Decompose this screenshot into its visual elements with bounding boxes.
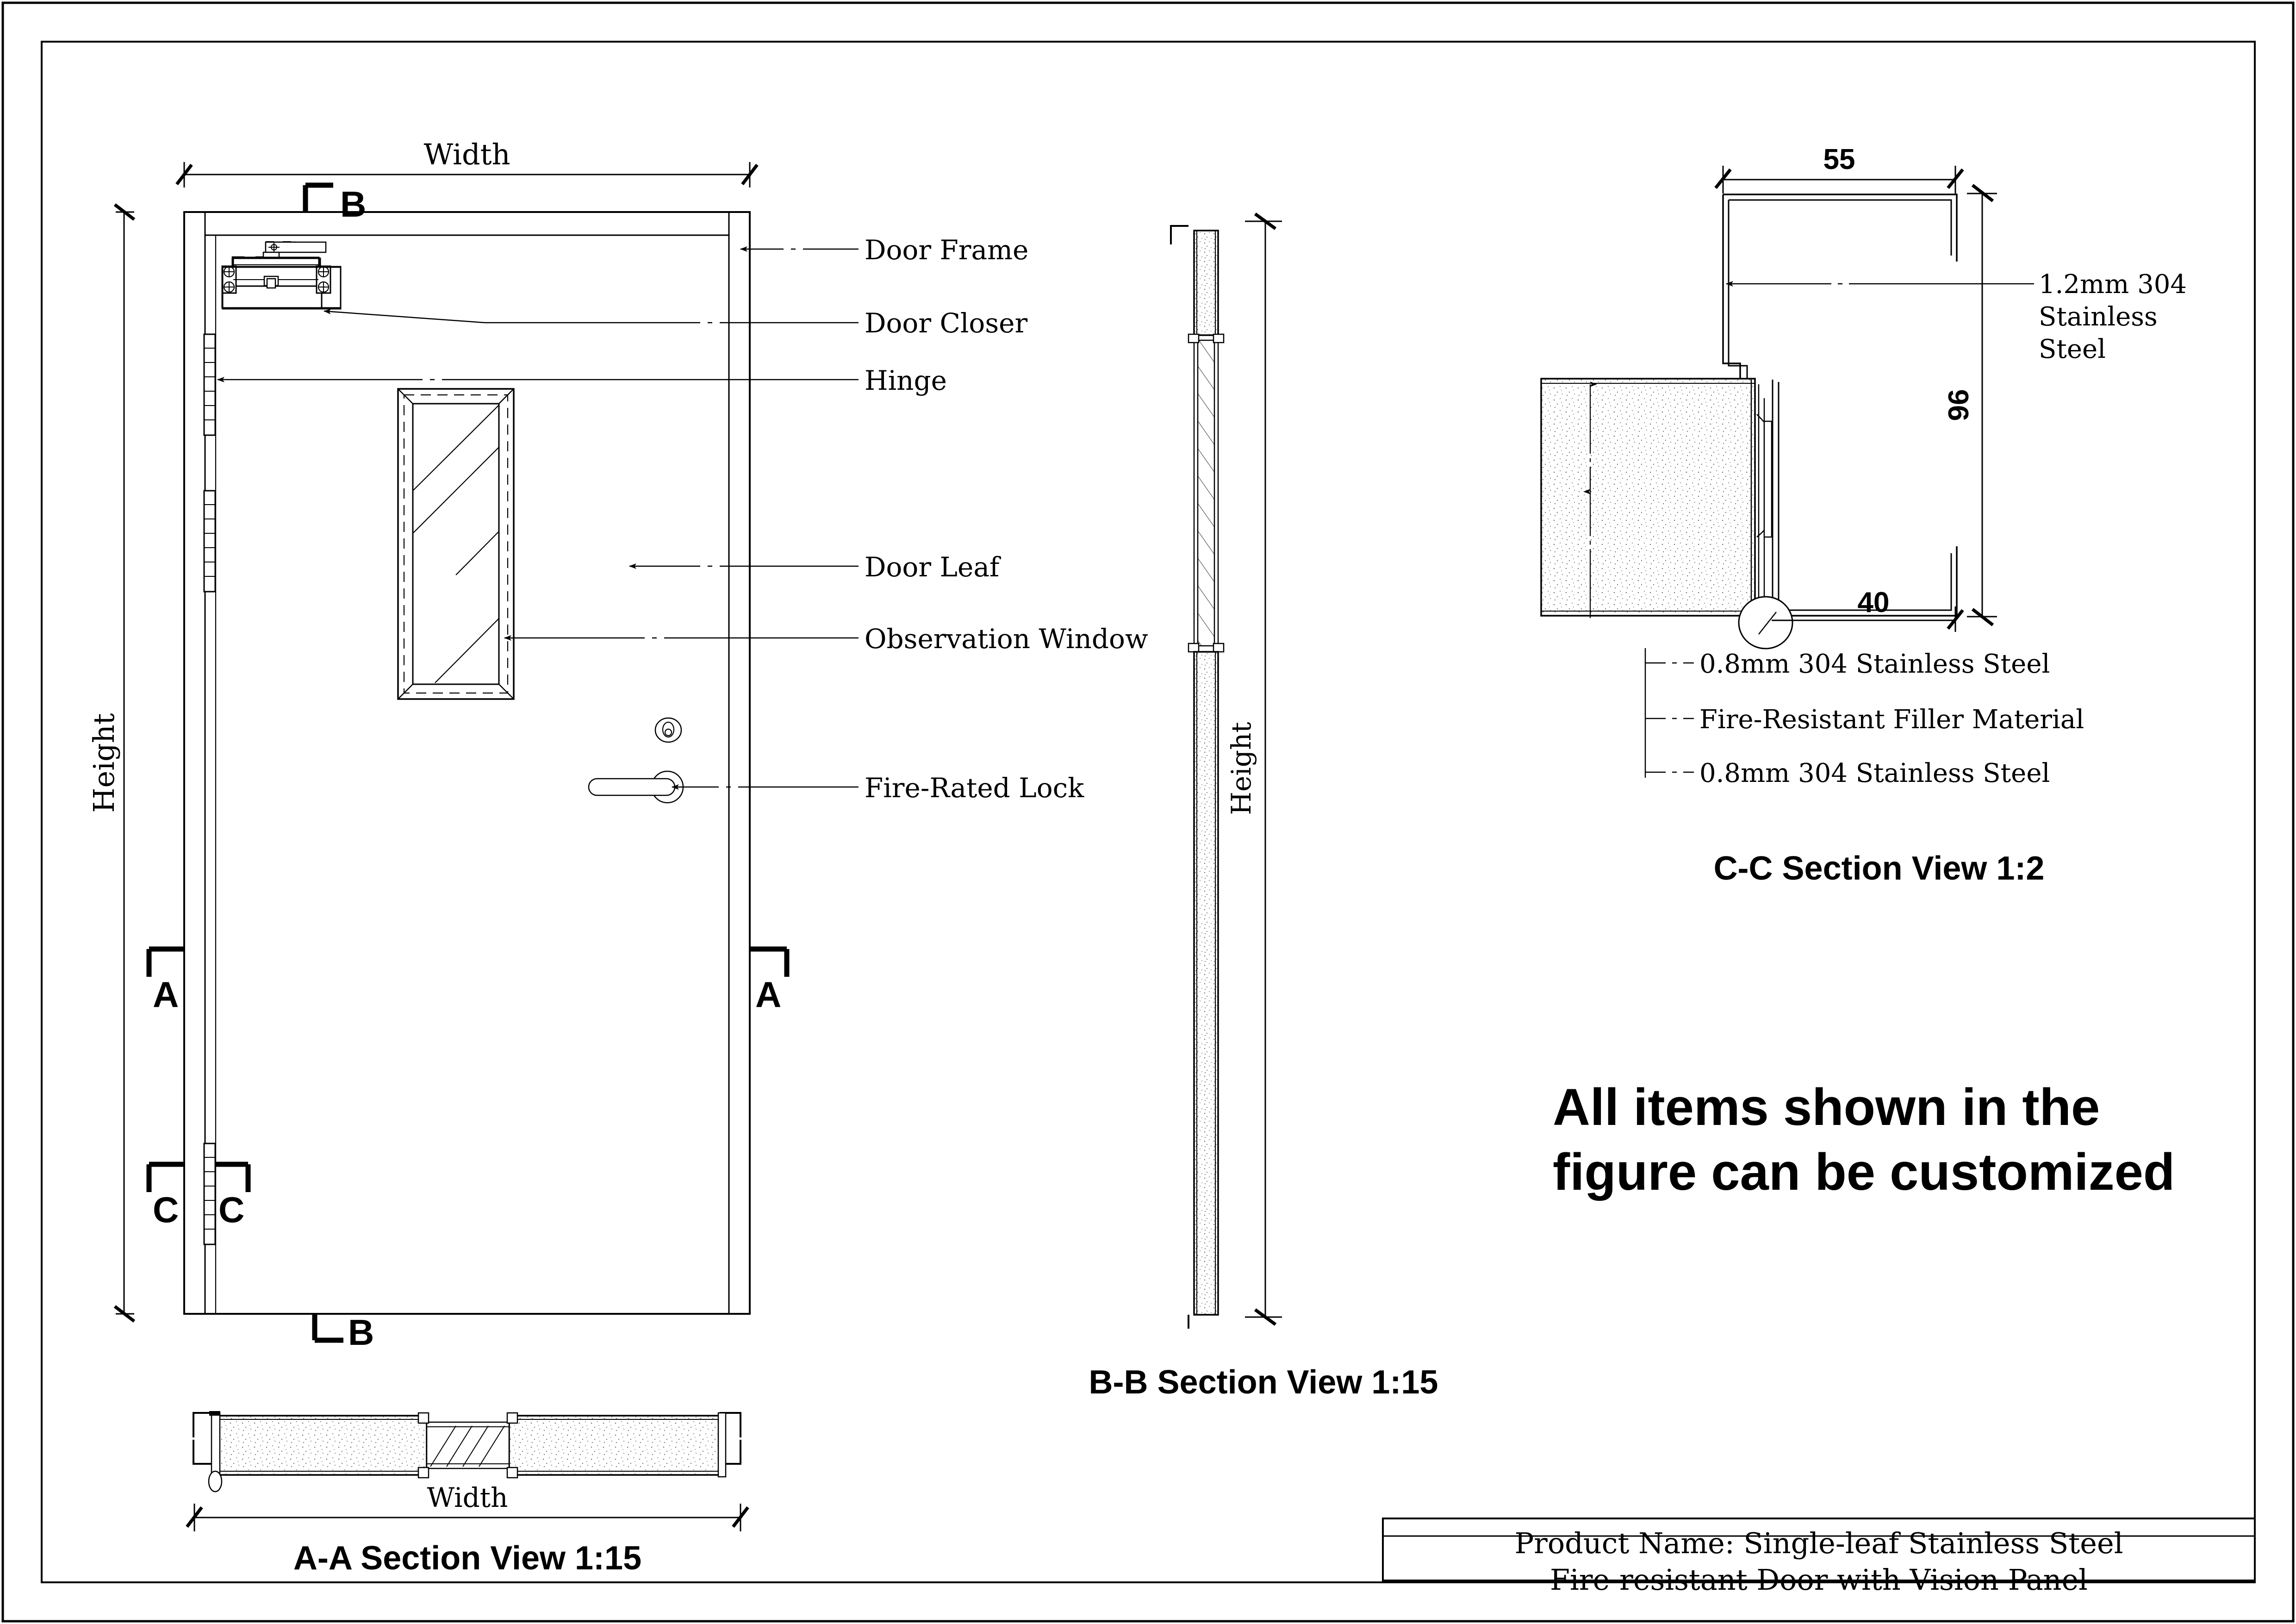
cc-layer-callouts: 0.8mm 304 Stainless Steel Fire-Resistant…	[1644, 648, 2084, 788]
section-view-aa: Width A-A Section View 1:15	[186, 1411, 749, 1577]
front-elevation-view: Width Height	[87, 137, 1148, 1353]
cc-dim-55-label: 55	[1823, 144, 1855, 175]
cc-frame-material-line3: Steel	[2039, 334, 2106, 364]
cc-callout-skin-inner-label: 0.8mm 304 Stainless Steel	[1699, 758, 2050, 788]
section-aa-title: A-A Section View 1:15	[293, 1540, 641, 1577]
section-marker-b-bottom-label: B	[348, 1312, 374, 1353]
callout-door-frame: Door Frame	[740, 234, 1028, 266]
door-frame-outline	[183, 211, 751, 1315]
cc-dim-40: 40	[1772, 587, 1964, 632]
title-block: Product Name: Single-leaf Stainless Stee…	[1382, 1518, 2256, 1597]
callout-observation-window-label: Observation Window	[865, 623, 1148, 655]
aa-leaf-right-core	[508, 1415, 721, 1476]
cc-dim-40-label: 40	[1858, 587, 1890, 618]
cc-callout-frame-material: 1.2mm 304 Stainless Steel	[1726, 269, 2187, 364]
aa-hinge-knuckle	[208, 1470, 223, 1493]
door-lever-handle	[588, 770, 684, 804]
customization-note-line2: figure can be customized	[1553, 1143, 2175, 1201]
width-dimension-label: Width	[424, 137, 510, 171]
aa-width-dimension: Width	[186, 1482, 749, 1531]
door-closer-plate	[222, 266, 342, 309]
hinge-middle	[203, 490, 216, 593]
callout-fire-rated-lock-label: Fire-Rated Lock	[865, 772, 1084, 804]
title-block-line1: Product Name: Single-leaf Stainless Stee…	[1514, 1526, 2123, 1560]
section-marker-b-bottom: B	[312, 1312, 374, 1353]
bb-height-label: Height	[1226, 722, 1257, 815]
callout-door-closer: Door Closer	[324, 307, 1027, 339]
height-dimension-left: Height	[87, 203, 136, 1323]
section-marker-c-right-label: C	[218, 1189, 244, 1230]
bb-vision-panel-glazing	[1197, 339, 1215, 647]
cc-frame-material-line2: Stainless	[2039, 302, 2158, 332]
cc-callout-filler-label: Fire-Resistant Filler Material	[1699, 705, 2084, 735]
section-marker-c-right: C	[216, 1162, 251, 1230]
section-view-bb: Height B-B Section View 1:15	[1089, 212, 1438, 1401]
aa-vision-panel-glazing	[426, 1421, 510, 1469]
callout-door-frame-label: Door Frame	[865, 234, 1028, 266]
section-marker-a-right: A	[751, 946, 790, 1015]
cc-leaf-core	[1540, 378, 1756, 617]
fire-rated-lock-cylinder	[654, 717, 682, 743]
customization-note: All items shown in the figure can be cus…	[1553, 1078, 2175, 1201]
section-marker-a-right-label: A	[755, 974, 781, 1015]
cc-detail-bubble	[1738, 596, 1793, 650]
section-marker-a-left: A	[146, 946, 185, 1015]
bb-top-rail	[1193, 230, 1219, 336]
customization-note-line1: All items shown in the	[1553, 1078, 2100, 1136]
cc-callout-skin-outer-label: 0.8mm 304 Stainless Steel	[1699, 649, 2050, 679]
bb-leaf-core	[1193, 651, 1219, 1316]
callout-observation-window: Observation Window	[504, 623, 1148, 655]
width-dimension-top: Width	[175, 137, 759, 187]
cc-dim-96-label: 96	[1943, 389, 1975, 421]
aa-leaf-left-core	[218, 1415, 428, 1476]
callout-door-leaf: Door Leaf	[629, 551, 1001, 583]
section-view-cc: 55 1.2mm 304 Stainless	[1540, 144, 2187, 887]
section-bb-title: B-B Section View 1:15	[1089, 1364, 1438, 1401]
title-block-line2: Fire-resistant Door with Vision Panel	[1550, 1563, 2088, 1597]
section-marker-a-left-label: A	[153, 974, 179, 1015]
height-dimension-label: Height	[87, 713, 121, 812]
callout-hinge-label: Hinge	[865, 365, 947, 396]
aa-width-label: Width	[427, 1482, 508, 1513]
cc-frame-outer-profile	[1722, 194, 1741, 382]
cc-dim-96: 96	[1943, 184, 1997, 626]
section-marker-b-top-label: B	[340, 184, 366, 225]
section-marker-c-left: C	[146, 1162, 185, 1230]
observation-window	[397, 388, 515, 700]
callout-door-leaf-label: Door Leaf	[865, 551, 1001, 583]
section-cc-title: C-C Section View 1:2	[1714, 850, 2045, 887]
bb-height-dimension: Height	[1226, 212, 1282, 1326]
section-marker-b-top: B	[303, 182, 366, 225]
cc-frame-material-line1: 1.2mm 304	[2039, 269, 2187, 300]
cc-dim-55: 55	[1714, 144, 1964, 194]
section-marker-c-left-label: C	[153, 1189, 179, 1230]
callout-door-closer-label: Door Closer	[865, 307, 1027, 339]
door-closer-assembly	[221, 241, 342, 310]
callout-hinge: Hinge	[217, 365, 947, 396]
hinge-upper	[203, 333, 216, 436]
hinge-lower	[203, 1143, 216, 1245]
callout-fire-rated-lock: Fire-Rated Lock	[672, 772, 1084, 804]
